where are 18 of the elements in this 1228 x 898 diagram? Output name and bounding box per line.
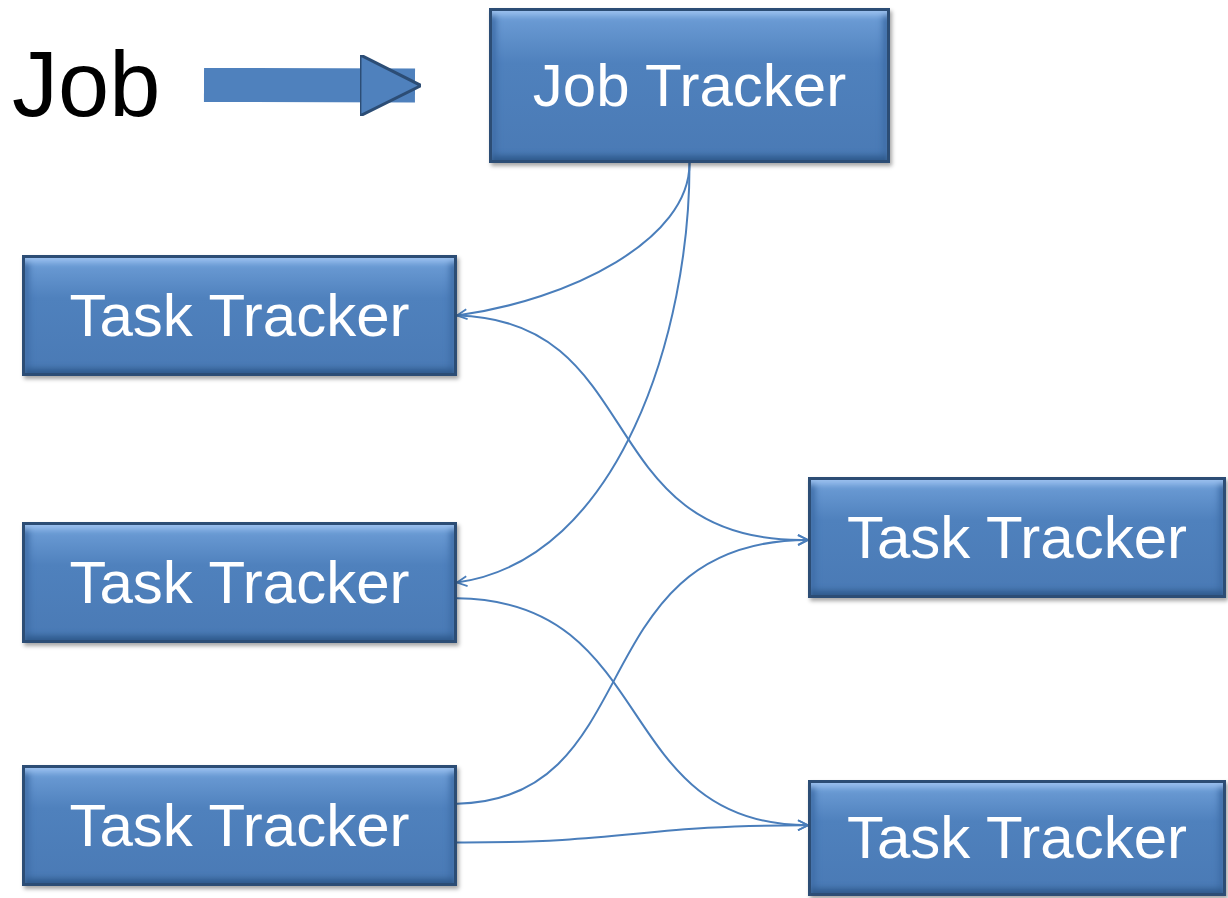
- box-label: Task Tracker: [69, 282, 410, 349]
- arrow: [456, 535, 809, 805]
- tracker-box: [22, 765, 457, 886]
- box-label: Task Tracker: [69, 792, 410, 859]
- arrow: [456, 162, 691, 586]
- arrow: [456, 162, 691, 320]
- tracker-box: [489, 8, 890, 163]
- box-label: Task Tracker: [846, 504, 1188, 571]
- box-label: Task Tracker: [846, 805, 1188, 871]
- tracker-box: [22, 255, 457, 376]
- tracker-box: [808, 780, 1226, 896]
- arrow: [456, 819, 809, 844]
- block-arrow: [203, 53, 423, 118]
- box-label: Task Tracker: [69, 549, 410, 616]
- tracker-box: [808, 477, 1226, 598]
- box-label: Job Tracker: [532, 52, 847, 119]
- input-label: Job: [12, 34, 161, 136]
- tracker-box: [22, 522, 457, 643]
